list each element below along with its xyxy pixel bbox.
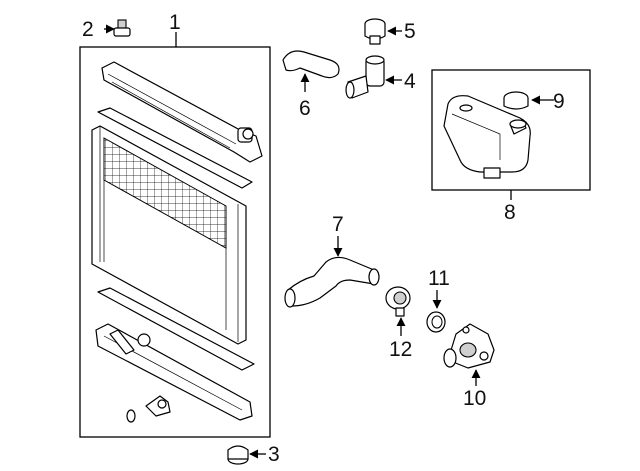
lower-mount-cushion [227, 445, 249, 465]
callout-1: 1 [169, 11, 181, 34]
callout-11: 11 [428, 267, 450, 290]
radiator-lower-tank [95, 323, 253, 421]
callout-10: 10 [463, 387, 486, 410]
drain-cock [126, 395, 171, 423]
upper-bracket-clip [113, 19, 131, 37]
callout-8: 8 [504, 201, 516, 224]
hose-connector [345, 55, 385, 99]
thermostat [385, 286, 411, 317]
reservoir-cap [503, 91, 529, 110]
radiator-hose [284, 256, 380, 308]
callout-7: 7 [332, 213, 344, 236]
thermostat-gasket [426, 311, 446, 333]
water-inlet-housing [443, 323, 495, 369]
coolant-reservoir [443, 95, 531, 179]
callout-12: 12 [389, 338, 412, 361]
callout-3: 3 [268, 443, 280, 466]
radiator-upper-tank [101, 61, 263, 163]
radiator-lower-seal [97, 287, 255, 371]
reservoir-hose [282, 50, 340, 79]
callout-2: 2 [82, 18, 94, 41]
callout-4: 4 [404, 70, 416, 93]
radiator-core [91, 125, 247, 345]
callout-5: 5 [404, 20, 416, 43]
radiator-assembly-frame [79, 46, 271, 438]
callout-6: 6 [299, 97, 311, 120]
radiator-cap [364, 18, 386, 45]
callout-9: 9 [553, 90, 565, 113]
radiator-upper-seal [97, 107, 253, 189]
